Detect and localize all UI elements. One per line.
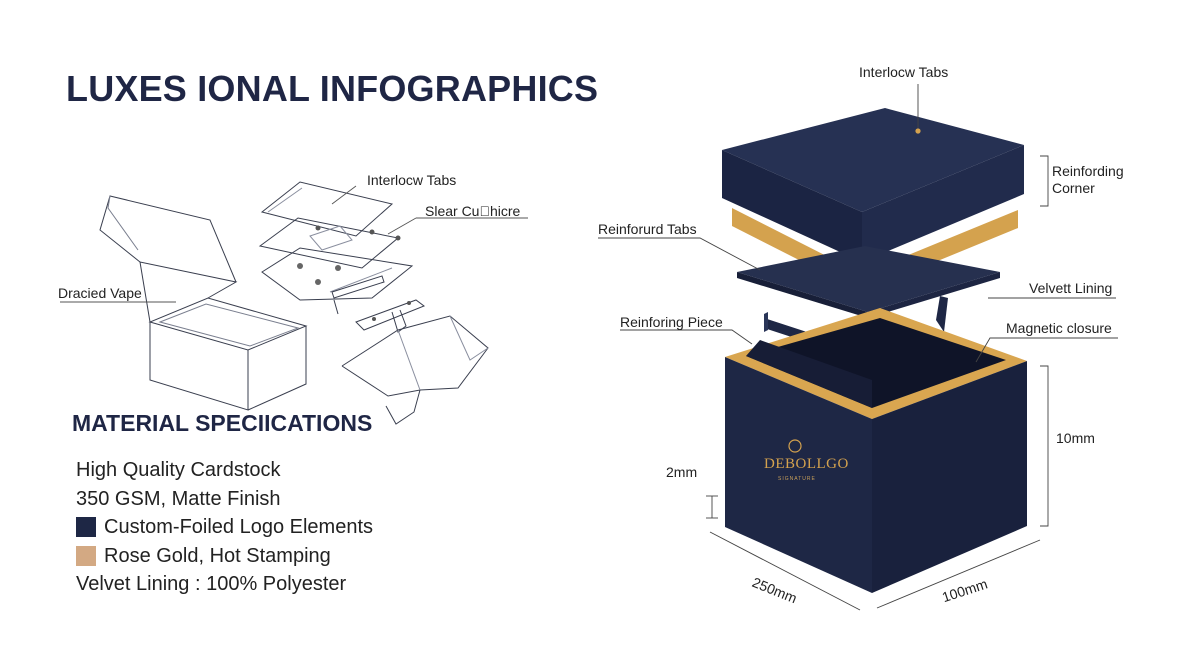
label-velvet-lining: Velvett Lining [1029,280,1113,296]
sketch-leaders [60,185,528,303]
spec-text: Rose Gold, Hot Stamping [104,544,331,567]
spec-item-cardstock: High Quality Cardstock [76,456,373,485]
navy-swatch [76,517,96,538]
curved-sleeve [341,315,489,425]
spec-text: High Quality Cardstock [76,459,281,481]
box-base [725,308,1027,593]
flat-sheet-middle [258,217,401,269]
box-logo-subtext: SIGNATURE [778,476,816,482]
page-title: LUXES IONAL INFOGRAPHICS [66,68,599,109]
label-slear-sketch: Slear Cu hicre [425,203,521,219]
label-interlock-tabs-box: Interlocw Tabs [859,64,949,80]
label-depth-2mm: 2mm [666,464,698,480]
velvet-lining-sheet [737,246,1000,318]
open-box-sketch [99,195,308,411]
strip-pieces [331,275,426,333]
spec-text: Custom-Foiled Logo Elements [104,516,374,538]
label-reinforcing-piece: Reinforing Piece [620,314,723,330]
flat-panel-lower [261,247,414,301]
spec-item-velvet: Velvet Lining : 100% Polyester [76,570,373,599]
label-height-10mm: 10mm [1056,430,1095,446]
label-draped-vape: Dracied Vape [58,285,142,301]
material-specs-heading: MATERIAL SPECIICATIONS [72,410,373,436]
rose-gold-swatch [76,545,96,566]
spec-item-rose-gold: Rose Gold, Hot Stamping [76,542,373,571]
label-reinforcing-corner-line2: Corner [1052,180,1095,196]
flat-sheet-top [260,181,394,237]
label-interlock-tabs-sketch: Interlocw Tabs [367,172,457,188]
spec-item-foiled-logo: Custom-Foiled Logo Elements [76,513,373,542]
spec-text: 350 GSM, Matte Finish [76,487,281,510]
material-specs-list: High Quality Cardstock 350 GSM, Matte Fi… [76,456,373,599]
label-reinforced-tabs: Reinforurd Tabs [598,221,697,237]
spec-item-gsm: 350 GSM, Matte Finish [76,485,373,514]
box-logo-text: DEBOLLGO [764,456,849,472]
label-reinforcing-corner-line1: Reinfording [1052,163,1124,179]
spec-text: Velvet Lining : 100% Polyester [76,573,347,595]
box-leaders [598,84,1118,611]
label-magnetic-closure: Magnetic closure [1006,320,1112,336]
